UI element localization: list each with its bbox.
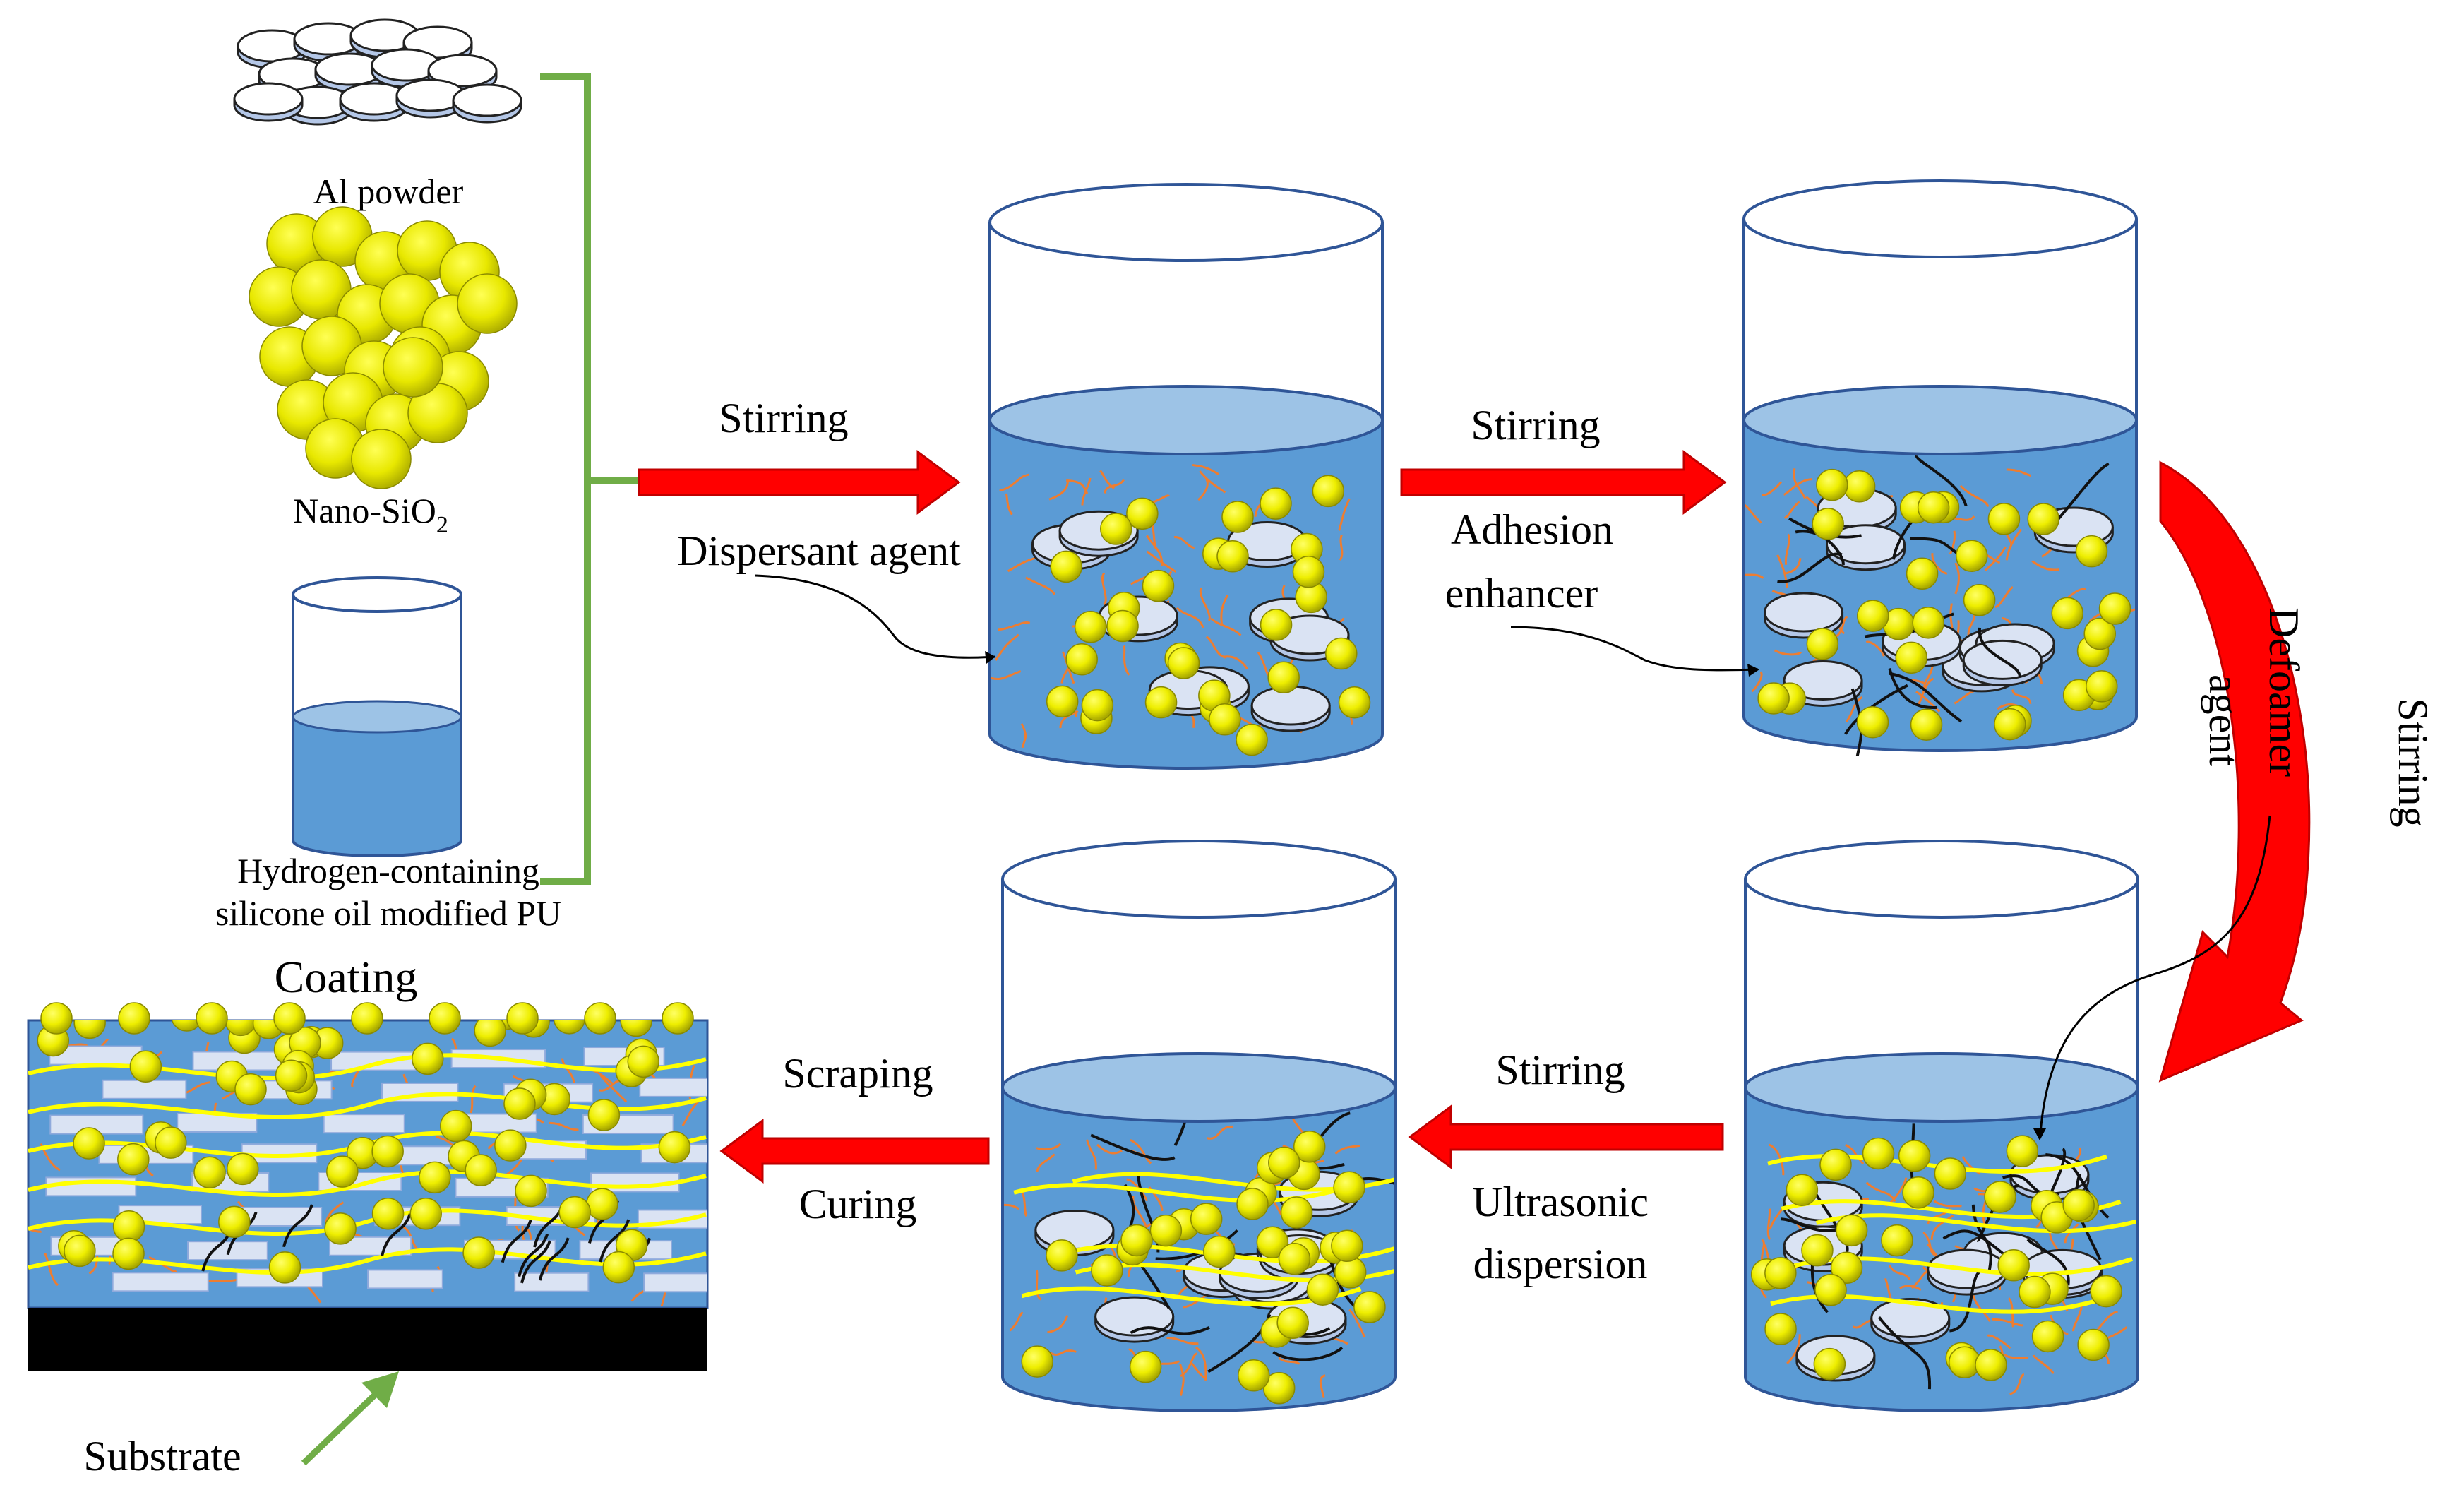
step4-additive-line2: dispersion	[1473, 1241, 1648, 1287]
arrow-step2	[1400, 450, 1727, 515]
coating-title: Coating	[275, 952, 418, 1002]
arrow-step5	[719, 1119, 990, 1184]
beaker-dispersion	[988, 183, 1384, 770]
step2-additive-line2: enhancer	[1445, 570, 1598, 616]
arrow-step3-curved	[2158, 460, 2311, 1083]
substrate-layer	[28, 1308, 707, 1371]
step1-additive: Dispersant agent	[677, 528, 961, 574]
pointer-dispersant	[755, 574, 996, 659]
ingredients-bracket	[540, 73, 639, 885]
beaker-defoamed	[1744, 840, 2139, 1412]
step2-action: Stirring	[1471, 402, 1600, 448]
beaker-ultrasonic	[1001, 840, 1397, 1412]
al-powder-icon	[233, 18, 522, 126]
step5-action1: Scraping	[782, 1050, 933, 1097]
coating-layer	[27, 1002, 709, 1309]
pu-label-line2: silicone oil modified PU	[215, 893, 561, 933]
beaker-adhesion	[1742, 179, 2138, 756]
step3-action: Stirring	[2390, 698, 2436, 827]
substrate-label: Substrate	[83, 1433, 241, 1479]
step1-action: Stirring	[719, 395, 848, 441]
step4-additive-line1: Ultrasonic	[1472, 1179, 1649, 1225]
pointer-adhesion	[1510, 626, 1759, 672]
step5-action2: Curing	[799, 1181, 917, 1227]
nano-sio2-label: Nano-SiO2	[293, 491, 448, 538]
step3-additive-line2: agent	[2201, 674, 2247, 766]
al-powder-label: Al powder	[313, 172, 464, 211]
substrate-pointer-arrow	[301, 1371, 399, 1466]
arrow-step4	[1408, 1104, 1724, 1169]
pu-beaker-icon	[292, 576, 462, 857]
arrow-step1	[638, 450, 961, 515]
step4-action: Stirring	[1495, 1047, 1625, 1093]
pointer-defoamer	[2039, 815, 2271, 1134]
step3-additive-line1: Defoamer	[2261, 607, 2307, 777]
pu-label-line1: Hydrogen-containing	[237, 851, 539, 890]
nano-sio2-icon	[249, 206, 518, 489]
step2-additive-line1: Adhesion	[1451, 506, 1613, 553]
